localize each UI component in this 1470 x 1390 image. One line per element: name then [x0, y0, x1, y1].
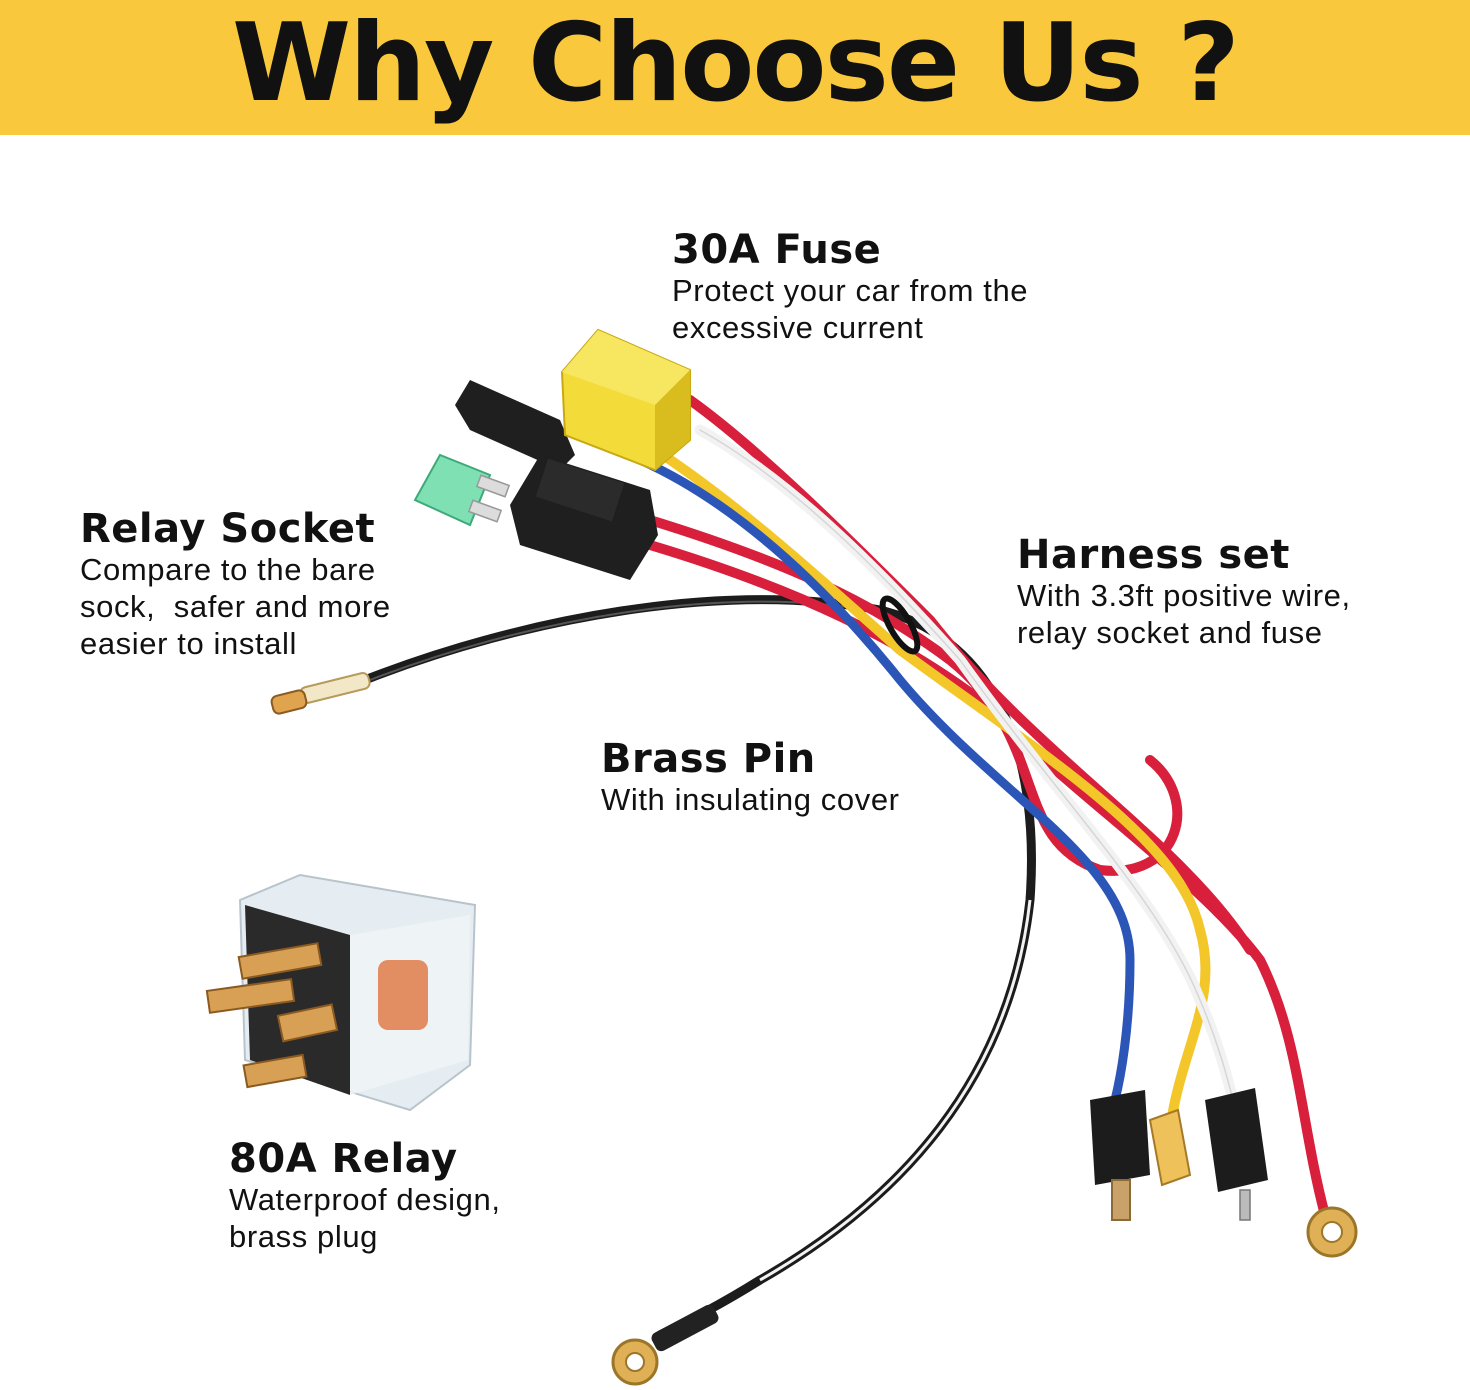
callout-text: With insulating cover	[601, 782, 900, 817]
relay-80a	[205, 873, 477, 1112]
relay-coil	[378, 960, 428, 1030]
harness-wires	[635, 395, 1330, 1220]
callout-relay-socket: Relay Socket Compare to the bare sock, s…	[80, 507, 391, 662]
fuse-holder	[413, 380, 658, 580]
callout-text: Protect your car from the	[672, 273, 1029, 308]
callout-title: 30A Fuse	[672, 227, 882, 273]
callout-text: brass plug	[229, 1219, 379, 1254]
callout-text: excessive current	[672, 310, 924, 345]
callout-80a-relay: 80A Relay Waterproof design, brass plug	[229, 1137, 501, 1255]
callout-text: easier to install	[80, 626, 297, 661]
callout-30a-fuse: 30A Fuse Protect your car from the exces…	[672, 228, 1028, 346]
relay-socket	[560, 328, 691, 472]
ground-wire	[270, 595, 1036, 1386]
page-title: Why Choose Us ?	[232, 1, 1240, 126]
wire-end-connectors	[1090, 1088, 1358, 1258]
callout-text: relay socket and fuse	[1017, 615, 1323, 650]
callout-title: Harness set	[1017, 532, 1290, 578]
callout-text: Waterproof design,	[229, 1182, 501, 1217]
brass-pin-connector	[299, 672, 371, 704]
callout-harness-set: Harness set With 3.3ft positive wire, re…	[1017, 533, 1351, 651]
callout-text: With 3.3ft positive wire,	[1017, 578, 1351, 613]
blade-fuse	[413, 453, 511, 527]
callout-title: Brass Pin	[601, 736, 816, 782]
callout-text: Compare to the bare	[80, 552, 376, 587]
header-banner	[0, 0, 1470, 135]
callout-text: sock, safer and more	[80, 589, 391, 624]
callout-title: 80A Relay	[229, 1136, 458, 1182]
callout-title: Relay Socket	[80, 506, 376, 552]
callout-brass-pin: Brass Pin With insulating cover	[601, 737, 900, 818]
